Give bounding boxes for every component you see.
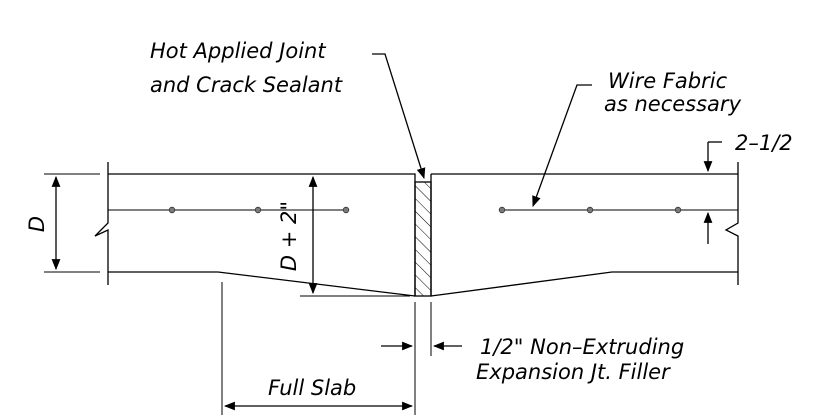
right-slab (430, 162, 739, 297)
filler-label-line1: 1/2" Non–Extruding (480, 335, 684, 359)
full-slab-dimension (221, 282, 414, 415)
wire-fabric-leader (532, 84, 592, 208)
thickened-depth-dimension (300, 175, 410, 297)
left-slab (94, 162, 416, 297)
full-slab-label: Full Slab (268, 376, 356, 400)
wire-fabric (108, 206, 738, 214)
sealant-label-line2: and Crack Sealant (150, 73, 343, 97)
fabric-label-line2: as necessary (604, 92, 742, 116)
depth-label: D (25, 216, 49, 232)
expansion-joint-filler (414, 181, 432, 297)
thickened-depth-label: D + 2" (277, 201, 301, 271)
filler-label-line2: Expansion Jt. Filler (476, 360, 671, 384)
cover-dimension (703, 141, 722, 244)
cover-label: 2–1/2 (735, 131, 793, 155)
filler-width-dimension (381, 302, 462, 415)
sealant-leader (372, 53, 426, 180)
sealant-label-line1: Hot Applied Joint (150, 39, 326, 63)
fabric-label-line1: Wire Fabric (608, 69, 728, 93)
slab-depth-dimension (44, 173, 100, 273)
